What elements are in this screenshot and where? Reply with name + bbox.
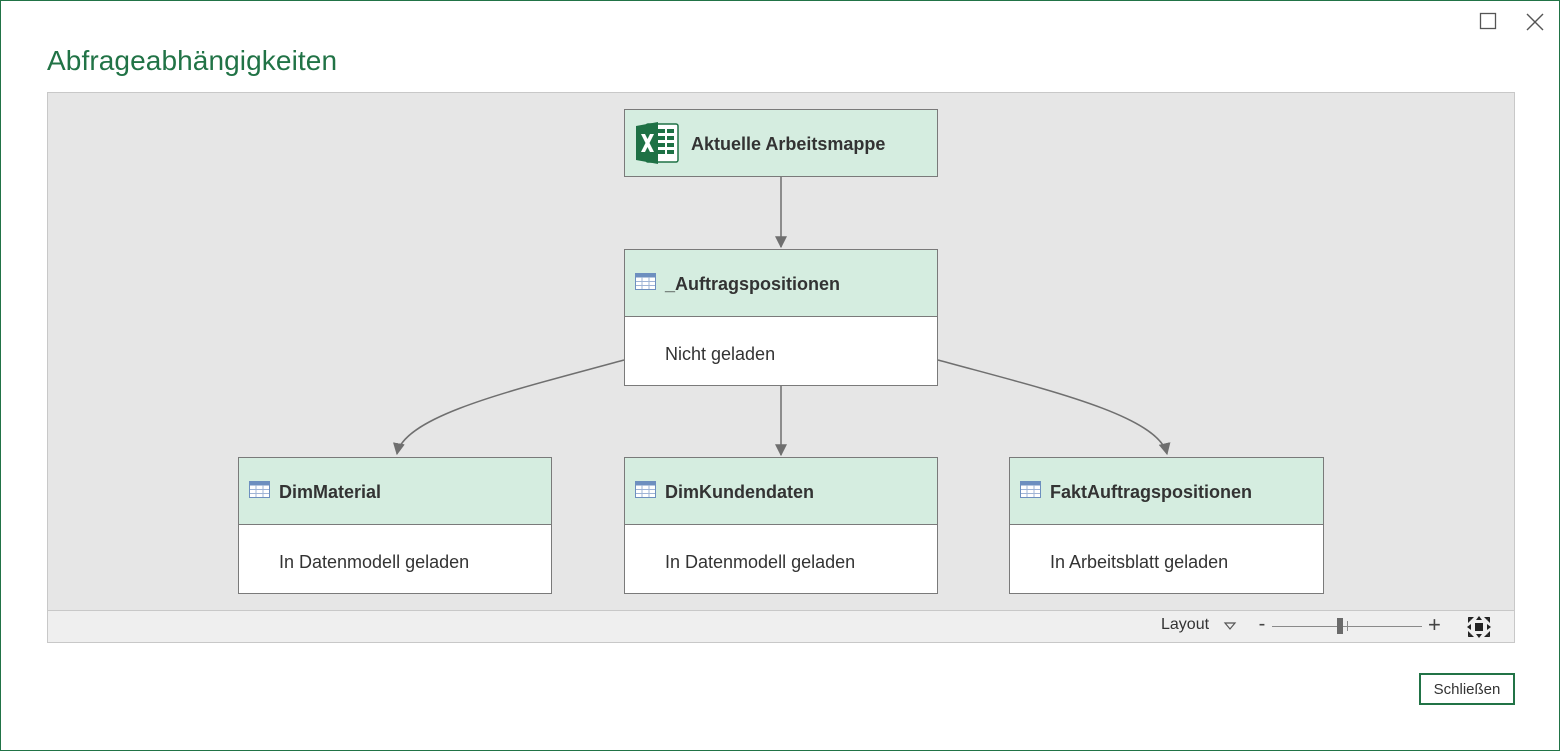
node-title: DimMaterial	[279, 482, 382, 502]
node-status: In Datenmodell geladen	[665, 552, 856, 572]
node-status: In Datenmodell geladen	[279, 552, 470, 572]
node-title: FaktAuftragspositionen	[1050, 482, 1253, 502]
edge-staging-to-fakt	[937, 359, 1171, 456]
node-dimkundendaten[interactable]: DimKundendaten In Datenmodell geladen	[624, 457, 938, 594]
table-icon	[1020, 481, 1041, 498]
table-icon	[635, 481, 656, 498]
table-icon	[249, 481, 270, 498]
node-title: Aktuelle Arbeitsmappe	[691, 134, 886, 154]
dependency-edges	[393, 177, 1171, 457]
node-header: _Auftragspositionen	[625, 250, 937, 317]
zoom-out-button[interactable]: -	[1258, 613, 1266, 635]
dialog-title: Abfrageabhängigkeiten	[47, 45, 338, 76]
node-status: Nicht geladen	[665, 344, 776, 364]
node-title: DimKundendaten	[665, 482, 815, 502]
node-header: FaktAuftragspositionen	[1010, 458, 1323, 525]
excel-icon	[636, 122, 679, 164]
dependency-canvas[interactable]: Aktuelle Arbeitsmappe _Auftragspositione…	[47, 92, 1515, 643]
zoom-in-button[interactable]: +	[1428, 612, 1441, 637]
node-dimmaterial[interactable]: DimMaterial In Datenmodell geladen	[238, 457, 552, 594]
canvas-toolbar: Layout - +	[48, 610, 1514, 642]
zoom-slider-thumb[interactable]	[1336, 618, 1343, 634]
node-auftragspositionen[interactable]: _Auftragspositionen Nicht geladen	[624, 249, 938, 386]
node-header: DimKundendaten	[625, 458, 937, 525]
close-window-button[interactable]	[1520, 9, 1550, 35]
table-icon	[635, 273, 656, 290]
maximize-button[interactable]	[1473, 9, 1503, 35]
node-faktauftragspositionen[interactable]: FaktAuftragspositionen In Arbeitsblatt g…	[1009, 457, 1324, 594]
node-header: Aktuelle Arbeitsmappe	[625, 110, 937, 176]
close-button[interactable]: Schließen	[1419, 673, 1515, 705]
close-icon	[1526, 13, 1544, 31]
edge-staging-to-dimmaterial	[393, 359, 625, 456]
layout-dropdown[interactable]: Layout	[1161, 616, 1210, 633]
node-header: DimMaterial	[239, 458, 551, 525]
node-aktuelle-arbeitsmappe[interactable]: Aktuelle Arbeitsmappe	[624, 109, 938, 177]
node-status: In Arbeitsblatt geladen	[1050, 552, 1229, 572]
chevron-down-icon[interactable]	[1223, 619, 1237, 633]
maximize-icon	[1479, 12, 1497, 30]
zoom-slider-center-tick	[1347, 621, 1348, 631]
node-title: _Auftragspositionen	[665, 274, 841, 294]
fit-to-screen-icon[interactable]	[1466, 615, 1492, 639]
